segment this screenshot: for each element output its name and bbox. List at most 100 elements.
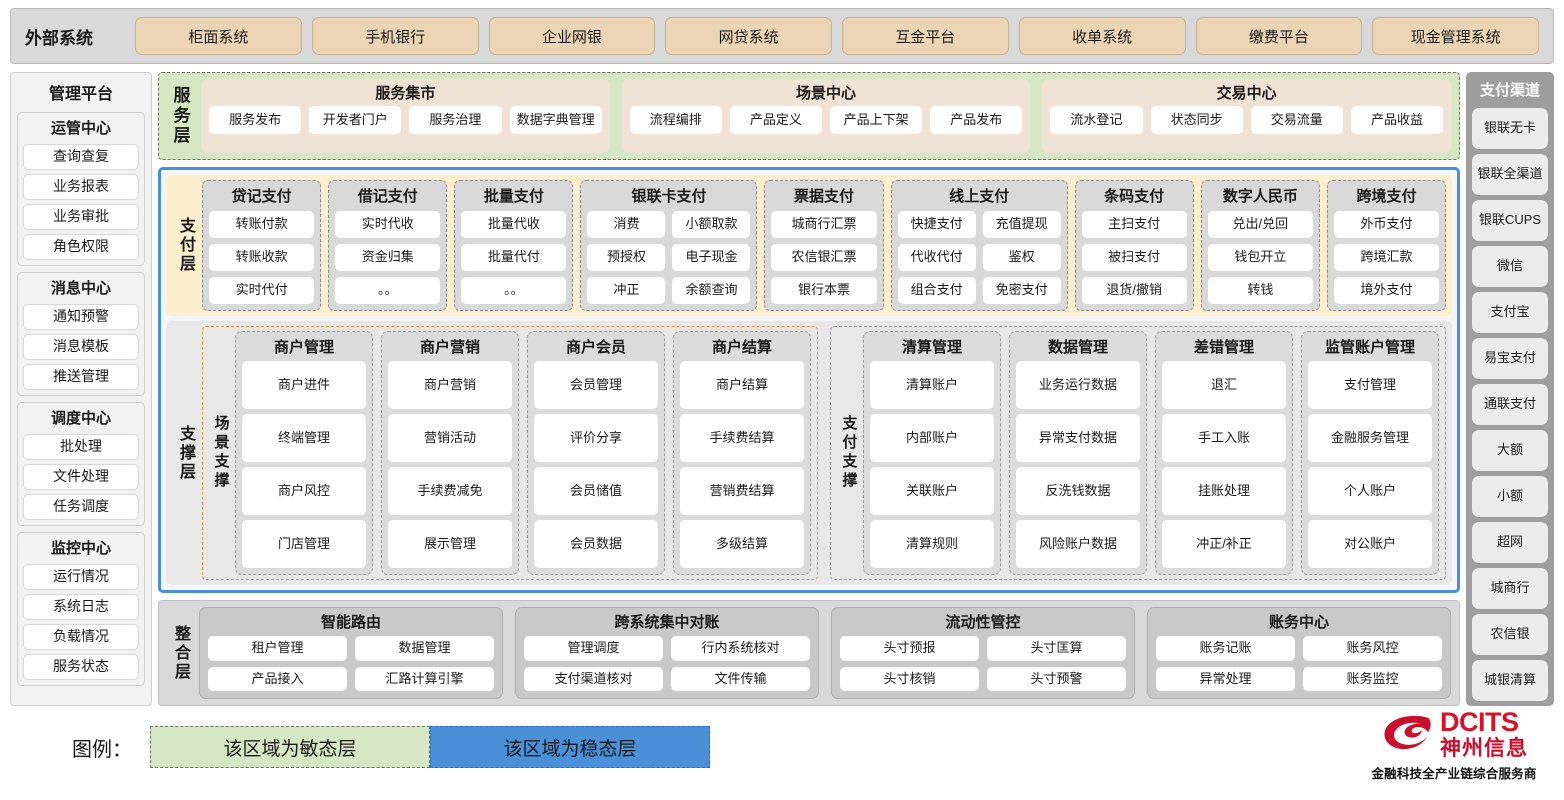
support-item[interactable]: 冲正/补正 (1162, 520, 1286, 568)
payment-item[interactable]: 银行本票 (771, 277, 877, 304)
payment-item[interactable]: 余额查询 (672, 277, 751, 304)
service-item[interactable]: 数据字典管理 (509, 106, 602, 134)
admin-menu-item[interactable]: 查询查复 (23, 144, 139, 170)
payment-item[interactable]: 农信银汇票 (771, 244, 877, 271)
support-item[interactable]: 异常支付数据 (1016, 414, 1140, 462)
support-item[interactable]: 清算规则 (870, 520, 994, 568)
external-system-chip[interactable]: 企业网银 (488, 17, 656, 55)
integration-item[interactable]: 账务监控 (1303, 666, 1442, 691)
payment-channel-item[interactable]: 城商行 (1472, 568, 1548, 609)
admin-menu-item[interactable]: 任务调度 (23, 494, 139, 520)
admin-menu-item[interactable]: 角色权限 (23, 234, 139, 260)
payment-item[interactable]: 批量代收 (461, 211, 567, 238)
admin-menu-item[interactable]: 业务报表 (23, 174, 139, 200)
support-item[interactable]: 风险账户数据 (1016, 520, 1140, 568)
payment-item[interactable]: 城商行汇票 (771, 211, 877, 238)
payment-channel-item[interactable]: 小额 (1472, 476, 1548, 517)
admin-menu-item[interactable]: 系统日志 (23, 594, 139, 620)
integration-item[interactable]: 头寸匡算 (987, 636, 1126, 661)
support-item[interactable]: 会员数据 (534, 520, 658, 568)
service-item[interactable]: 流水登记 (1050, 106, 1143, 134)
payment-channel-item[interactable]: 支付宝 (1472, 292, 1548, 333)
payment-channel-item[interactable]: 易宝支付 (1472, 338, 1548, 379)
payment-item[interactable]: 主扫支付 (1081, 211, 1187, 238)
admin-menu-item[interactable]: 业务审批 (23, 204, 139, 230)
admin-menu-item[interactable]: 批处理 (23, 434, 139, 460)
payment-channel-item[interactable]: 银联无卡 (1472, 108, 1548, 149)
service-item[interactable]: 开发者门户 (309, 106, 402, 134)
support-item[interactable]: 评价分享 (534, 414, 658, 462)
external-system-chip[interactable]: 手机银行 (311, 17, 479, 55)
integration-item[interactable]: 产品接入 (208, 666, 347, 691)
payment-channel-item[interactable]: 大额 (1472, 430, 1548, 471)
admin-menu-item[interactable]: 推送管理 (23, 364, 139, 390)
external-system-chip[interactable]: 收单系统 (1018, 17, 1186, 55)
payment-item[interactable]: 预授权 (587, 244, 666, 271)
support-item[interactable]: 业务运行数据 (1016, 361, 1140, 409)
support-item[interactable]: 终端管理 (242, 414, 366, 462)
integration-item[interactable]: 租户管理 (208, 636, 347, 661)
integration-item[interactable]: 头寸预警 (987, 666, 1126, 691)
support-item[interactable]: 支付管理 (1308, 361, 1432, 409)
payment-item[interactable]: 冲正 (587, 277, 666, 304)
payment-item[interactable]: 转账付款 (209, 211, 315, 238)
support-item[interactable]: 清算账户 (870, 361, 994, 409)
payment-item[interactable]: 组合支付 (897, 277, 976, 304)
payment-channel-item[interactable]: 通联支付 (1472, 384, 1548, 425)
payment-item[interactable]: 免密支付 (982, 277, 1061, 304)
support-item[interactable]: 手工入账 (1162, 414, 1286, 462)
payment-item[interactable]: 小额取款 (672, 211, 751, 238)
support-item[interactable]: 内部账户 (870, 414, 994, 462)
integration-item[interactable]: 数据管理 (355, 636, 494, 661)
admin-menu-item[interactable]: 文件处理 (23, 464, 139, 490)
admin-menu-item[interactable]: 消息模板 (23, 334, 139, 360)
external-system-chip[interactable]: 现金管理系统 (1372, 17, 1539, 55)
payment-item[interactable]: 快捷支付 (897, 211, 976, 238)
support-item[interactable]: 商户进件 (242, 361, 366, 409)
payment-item[interactable]: 转账收款 (209, 244, 315, 271)
support-item[interactable]: 多级结算 (680, 520, 804, 568)
payment-channel-item[interactable]: 超网 (1472, 522, 1548, 563)
payment-item[interactable]: 兑出/兑回 (1207, 211, 1313, 238)
admin-menu-item[interactable]: 运行情况 (23, 564, 139, 590)
integration-item[interactable]: 账务记账 (1156, 636, 1295, 661)
support-item[interactable]: 展示管理 (388, 520, 512, 568)
integration-item[interactable]: 管理调度 (524, 636, 663, 661)
support-item[interactable]: 手续费减免 (388, 467, 512, 515)
payment-item[interactable]: 退货/撤销 (1081, 277, 1187, 304)
payment-item[interactable]: 被扫支付 (1081, 244, 1187, 271)
payment-item[interactable]: 充值提现 (982, 211, 1061, 238)
payment-item[interactable]: 。。 (461, 277, 567, 304)
support-item[interactable]: 退汇 (1162, 361, 1286, 409)
support-item[interactable]: 金融服务管理 (1308, 414, 1432, 462)
payment-item[interactable]: 批量代付 (461, 244, 567, 271)
payment-item[interactable]: 资金归集 (335, 244, 441, 271)
service-item[interactable]: 产品上下架 (830, 106, 923, 134)
integration-item[interactable]: 头寸预报 (840, 636, 979, 661)
payment-item[interactable]: 实时代收 (335, 211, 441, 238)
integration-item[interactable]: 行内系统核对 (671, 636, 810, 661)
integration-item[interactable]: 账务风控 (1303, 636, 1442, 661)
external-system-chip[interactable]: 互金平台 (842, 17, 1009, 55)
support-item[interactable]: 会员储值 (534, 467, 658, 515)
payment-item[interactable]: 电子现金 (672, 244, 751, 271)
support-item[interactable]: 商户风控 (242, 467, 366, 515)
payment-item[interactable]: 钱包开立 (1207, 244, 1313, 271)
integration-item[interactable]: 支付渠道核对 (524, 666, 663, 691)
integration-item[interactable]: 异常处理 (1156, 666, 1295, 691)
service-item[interactable]: 流程编排 (629, 106, 722, 134)
admin-menu-item[interactable]: 通知预警 (23, 304, 139, 330)
payment-item[interactable]: 代收代付 (897, 244, 976, 271)
external-system-chip[interactable]: 网贷系统 (665, 17, 832, 55)
service-item[interactable]: 产品发布 (930, 106, 1023, 134)
payment-channel-item[interactable]: 银联全渠道 (1472, 154, 1548, 195)
support-item[interactable]: 营销活动 (388, 414, 512, 462)
support-item[interactable]: 会员管理 (534, 361, 658, 409)
payment-channel-item[interactable]: 银联CUPS (1472, 200, 1548, 241)
support-item[interactable]: 关联账户 (870, 467, 994, 515)
integration-item[interactable]: 汇路计算引擎 (355, 666, 494, 691)
external-system-chip[interactable]: 缴费平台 (1195, 17, 1363, 55)
external-system-chip[interactable]: 柜面系统 (135, 17, 302, 55)
payment-item[interactable]: 外币支付 (1333, 211, 1440, 238)
payment-item[interactable]: 转钱 (1207, 277, 1313, 304)
